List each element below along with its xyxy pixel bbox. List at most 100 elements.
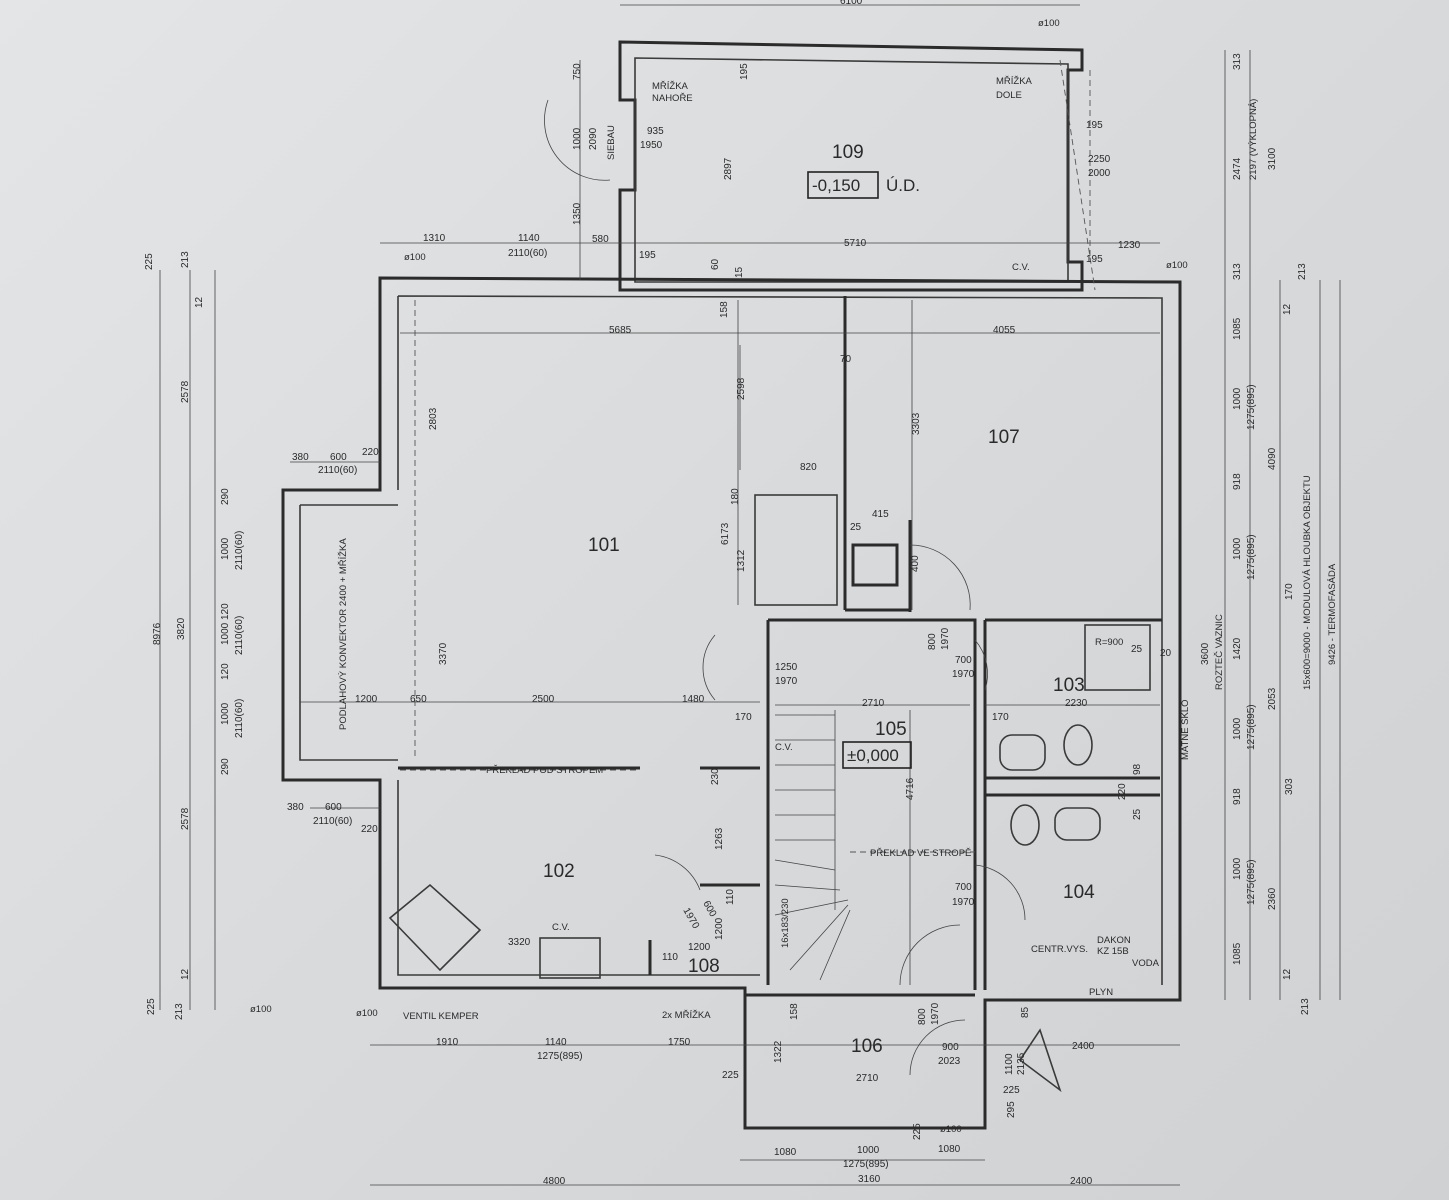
dimension-label: 750 xyxy=(572,63,583,80)
dimension-label: 220 xyxy=(362,447,379,458)
dimension-label: 1480 xyxy=(682,694,705,705)
dimension-label: 25 xyxy=(850,522,862,533)
dimension-label: 290 xyxy=(220,488,231,505)
dimension-label: 2360 xyxy=(1267,887,1278,910)
annotation-label: SIEBAU xyxy=(606,125,617,160)
annotation-label: PODLAHOVÝ KONVEKTOR 2400 + MŘÍŽKA xyxy=(338,538,349,730)
dimension-label: 1230 xyxy=(1118,240,1141,251)
dimension-label: 700 xyxy=(955,882,972,893)
kitchen-hob xyxy=(388,883,482,972)
dimension-label: 1080 xyxy=(938,1144,961,1155)
room-label: 101 xyxy=(588,535,620,556)
annotation-label: PLYN xyxy=(1089,987,1113,998)
annotation-label: NAHOŘE xyxy=(652,93,693,104)
dimension-label: 380 xyxy=(292,452,309,463)
dimension-label: 2053 xyxy=(1267,687,1278,710)
room-label: 102 xyxy=(543,861,575,882)
annotation-label: 16x183/230 xyxy=(780,898,791,948)
dimension-label: 1100 xyxy=(1004,1053,1015,1075)
dimension-label: 1200 xyxy=(355,694,378,705)
dimension-label: 1970 xyxy=(940,627,951,650)
dimension-label: 1970 xyxy=(952,669,975,680)
staircase xyxy=(774,710,851,981)
dimension-label: 1350 xyxy=(572,202,583,225)
dimension-label: 3160 xyxy=(858,1174,881,1185)
dimension-label: 1970 xyxy=(952,897,975,908)
dimension-label: 2110(60) xyxy=(234,616,245,655)
dimension-label: 415 xyxy=(872,509,889,520)
dimension-label: 98 xyxy=(1132,763,1143,775)
dimension-label: 600 xyxy=(325,802,342,813)
annotation-label: C.V. xyxy=(775,742,793,753)
dimension-label: 2110(60) xyxy=(318,465,357,476)
room-label: 108 xyxy=(688,956,720,977)
dimension-label: 700 xyxy=(955,655,972,666)
dimension-label: 3100 xyxy=(1267,147,1278,170)
dimension-label: 225 xyxy=(146,998,157,1015)
chimney-grid xyxy=(754,494,838,606)
annotation-label: R=900 xyxy=(1095,637,1123,648)
dimension-label: 180 xyxy=(730,488,741,505)
dimension-label: 2135 xyxy=(1016,1052,1027,1075)
dimension-label: 20 xyxy=(1160,648,1172,659)
dimension-label: 1275(895) xyxy=(1246,704,1257,750)
dimension-label: 1970 xyxy=(930,1002,941,1025)
annotation-label: DOLE xyxy=(996,90,1022,101)
dimension-label: 400 xyxy=(910,555,921,572)
annotation-label: MŘÍŽKA xyxy=(652,81,689,92)
dimension-label: 3320 xyxy=(508,937,531,948)
dimension-label: 12 xyxy=(180,968,191,980)
dimension-label: 6173 xyxy=(720,522,731,545)
annotation-label: 2x MŘÍŽKA xyxy=(662,1010,711,1021)
annotation-label: ø100 xyxy=(1038,18,1060,29)
dimension-label: 15 xyxy=(734,266,745,278)
annotation-label: ø100 xyxy=(404,252,426,263)
dimension-label: 1000 xyxy=(857,1145,880,1156)
dimension-label: 195 xyxy=(1086,254,1103,265)
dimension-label: 1000 xyxy=(1232,537,1243,560)
room-label: 104 xyxy=(1063,882,1095,903)
dimension-label: 213 xyxy=(174,1003,185,1020)
room-label: 109 xyxy=(832,142,864,163)
annotation-label: DAKON xyxy=(1097,935,1131,946)
annotation-label: 2197 (VÝKLOPNÁ) xyxy=(1248,99,1259,180)
dimension-label: 1970 xyxy=(680,906,701,931)
shower xyxy=(1084,624,1151,691)
dimension-label: 1910 xyxy=(436,1037,459,1048)
dimension-label: 4800 xyxy=(543,1176,566,1187)
dimension-label: 1312 xyxy=(736,549,747,572)
dimension-label: 1200 xyxy=(714,917,725,940)
dimension-label: 2110(60) xyxy=(234,699,245,738)
dimension-label: 650 xyxy=(410,694,427,705)
dimension-label: 8976 xyxy=(152,622,163,645)
dimension-label: 213 xyxy=(1297,263,1308,280)
dimension-label: 918 xyxy=(1232,473,1243,490)
dimension-label: 1000 xyxy=(1232,387,1243,410)
dimension-label: 1000 xyxy=(220,622,231,645)
level-basement: -0,150 xyxy=(812,176,860,195)
dimension-label: 580 xyxy=(592,234,609,245)
level-box-basement xyxy=(807,171,879,199)
kitchen-sink xyxy=(539,937,601,979)
dimension-label: 918 xyxy=(1232,788,1243,805)
dimension-label: 3600 xyxy=(1200,642,1211,665)
dimension-label: 2023 xyxy=(938,1056,961,1067)
dimension-label: 1000 xyxy=(1232,717,1243,740)
dimension-label: 2897 xyxy=(723,157,734,180)
dimension-label: 295 xyxy=(1006,1101,1017,1118)
dimension-label: 1080 xyxy=(774,1147,797,1158)
dimension-label: 1275(895) xyxy=(537,1051,583,1062)
wall-main-inner xyxy=(299,295,1163,985)
dimension-label: 120 xyxy=(220,603,231,620)
dimension-label: 12 xyxy=(1282,968,1293,980)
dimension-label: 1085 xyxy=(1232,942,1243,965)
dimension-label: 1085 xyxy=(1232,317,1243,340)
annotation-label: CENTR.VYS. xyxy=(1031,944,1088,955)
dimension-label: 1275(895) xyxy=(843,1159,889,1170)
annotation-label: ø100 xyxy=(356,1008,378,1019)
dimension-label: 2500 xyxy=(532,694,555,705)
dimension-label: 4090 xyxy=(1267,447,1278,470)
dimension-label: 2090 xyxy=(588,127,599,150)
dimension-label: 60 xyxy=(710,258,721,270)
